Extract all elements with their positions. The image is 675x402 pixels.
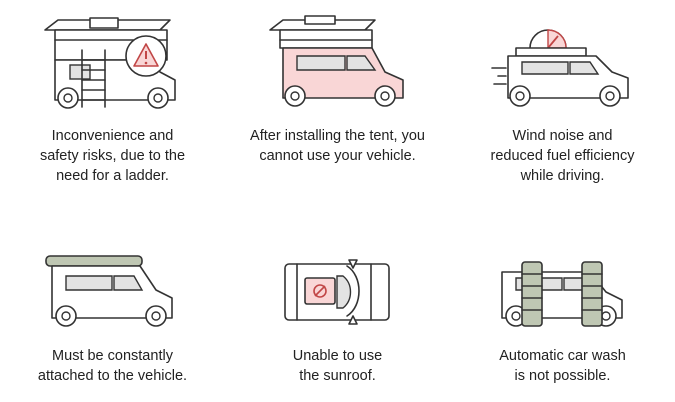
- caption-line: reduced fuel efficiency: [490, 148, 635, 164]
- caption-line: need for a ladder.: [56, 168, 169, 184]
- caption: Automatic car wash is not possible.: [450, 346, 675, 386]
- caption-line: is not possible.: [514, 368, 611, 384]
- wash-brush-left: [521, 261, 543, 327]
- caption-line: cannot use your vehicle.: [259, 148, 416, 164]
- caption-line: Automatic car wash: [499, 348, 626, 364]
- caption-line: After installing the tent, you: [250, 128, 425, 144]
- warning-icon: [125, 35, 167, 77]
- wash-brush-right: [581, 261, 603, 327]
- wind-noise-fuel-gauge-icon: [491, 29, 629, 107]
- caption-line: safety risks, due to the: [39, 148, 186, 164]
- caption: After installing the tent, you cannot us…: [225, 126, 450, 166]
- sunroof-blocked-icon: [284, 259, 390, 325]
- caption: Unable to use the sunroof.: [225, 346, 450, 386]
- caption: Inconvenience and safety risks, due to t…: [0, 126, 225, 186]
- caption-line: Wind noise and: [512, 128, 613, 144]
- car-wash-brushes-icon: [501, 261, 623, 327]
- permanently-attached-roof-box-icon: [45, 255, 173, 327]
- caption-line: while driving.: [520, 168, 605, 184]
- caption-line: the sunroof.: [299, 368, 376, 384]
- caption: Must be constantly attached to the vehic…: [0, 346, 225, 386]
- caption-line: Must be constantly: [52, 348, 173, 364]
- caption-line: Inconvenience and: [51, 128, 174, 144]
- caption-line: attached to the vehicle.: [37, 368, 188, 384]
- fuel-gauge-icon: [529, 29, 567, 49]
- caption: Wind noise and reduced fuel efficiency w…: [450, 126, 675, 186]
- ladder: [81, 49, 106, 108]
- rooftop-tent-immobile-vehicle-icon: [269, 15, 404, 107]
- caption-line: Unable to use: [292, 348, 383, 364]
- rooftop-tent-ladder-warning-icon: [44, 17, 176, 109]
